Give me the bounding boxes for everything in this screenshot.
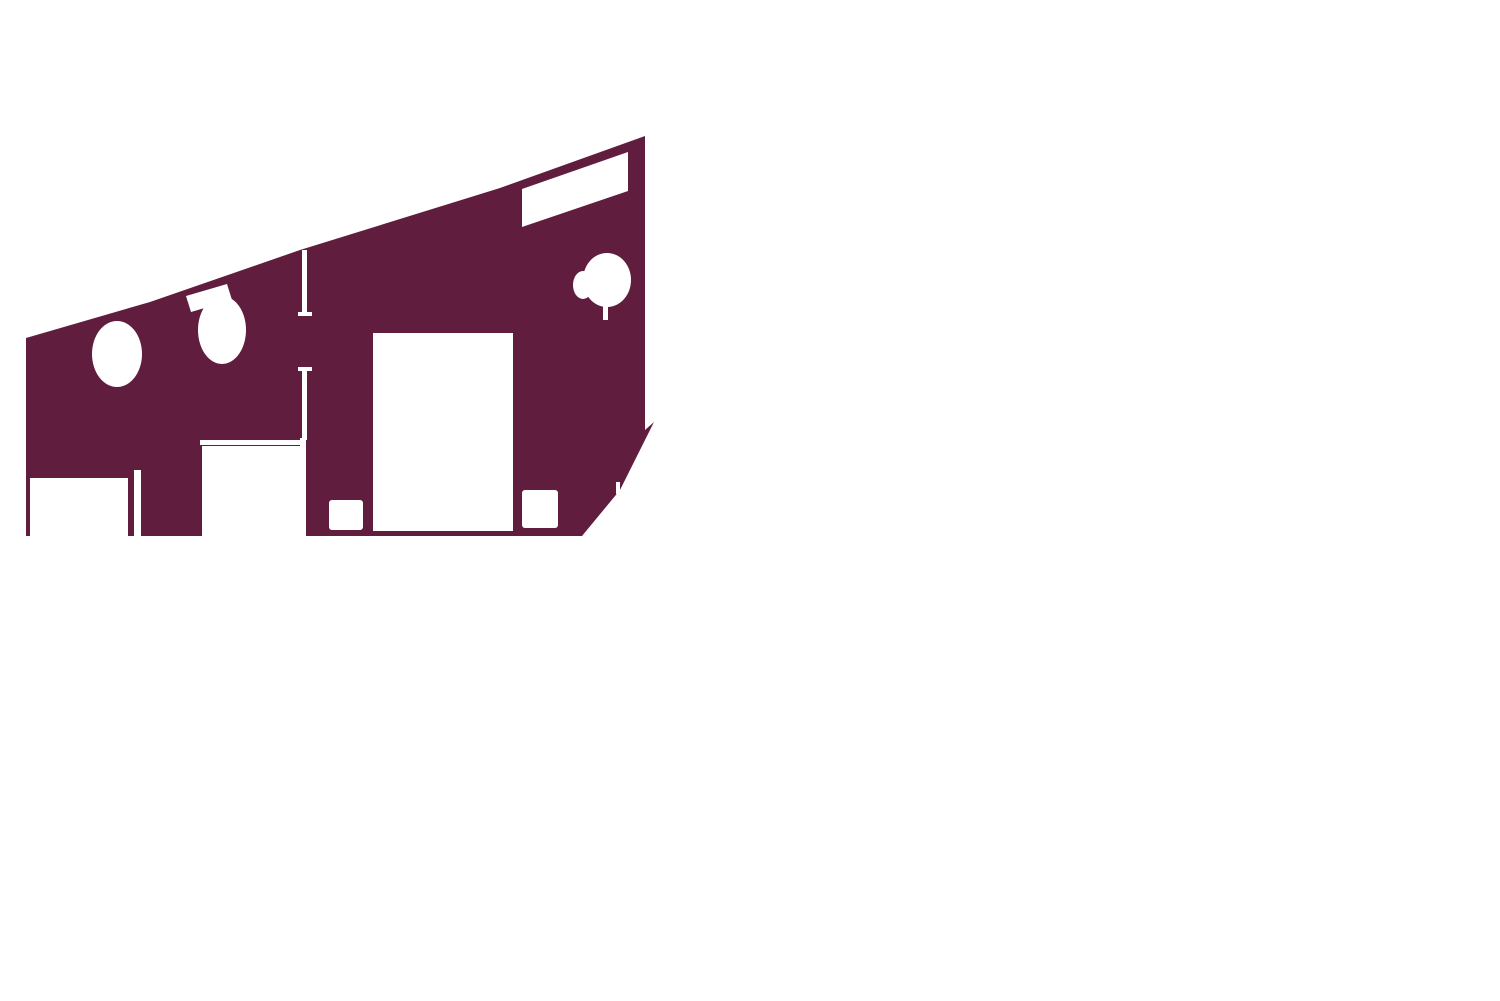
toilet-icon-left [92,321,142,387]
entry-mark [616,482,620,494]
bathtub-icon-right [573,253,631,320]
vanity-icon-top [522,152,628,227]
partition-gap-lower [302,368,307,440]
hallway-cut-2 [300,438,306,536]
partition-gap [302,250,307,316]
nightstand-icon-right [522,490,558,528]
door-tick-bottom [298,367,312,371]
hallway-cut [202,446,302,536]
closet-icon [30,478,128,536]
wall-openings [30,152,653,536]
door-tick-top [298,312,312,316]
entry-mark-2 [645,418,653,423]
toilet-icon-middle [186,284,246,364]
interior-wall-line [200,440,304,445]
vertical-wall [134,470,141,536]
nightstand-icon-left [329,500,363,530]
bed-icon [373,333,513,531]
